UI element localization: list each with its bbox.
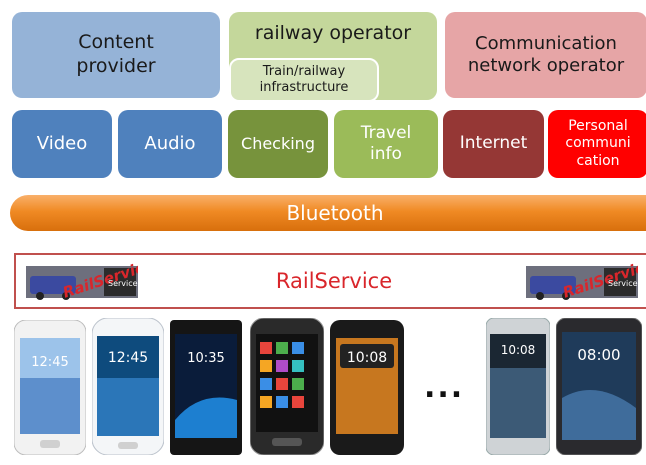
- bluetooth-bar: Bluetooth: [10, 195, 646, 231]
- phone-asus-padfone: 08:00: [556, 318, 642, 455]
- bluetooth-label: Bluetooth: [286, 201, 384, 225]
- content-provider-label: Content provider: [76, 31, 156, 77]
- content-provider-box: Content provider: [12, 12, 220, 98]
- travel-info-box: Travel info: [334, 110, 438, 178]
- audio-label: Audio: [144, 132, 196, 154]
- personal-communication-label: Personal communi cation: [565, 117, 631, 169]
- phone3-time: 10:35: [187, 351, 224, 366]
- train-infrastructure-box: Train/railway infrastructure: [229, 58, 379, 102]
- phone6-time: 10:08: [501, 343, 536, 357]
- travel-info-label: Travel info: [360, 122, 412, 164]
- railservice-bar: RailService Service RailService RailServ…: [14, 253, 646, 309]
- phone-htc-desire: 10:08: [330, 320, 404, 455]
- video-label: Video: [36, 132, 88, 154]
- internet-label: Internet: [459, 133, 528, 154]
- checking-label: Checking: [241, 134, 315, 153]
- video-box: Video: [12, 110, 112, 178]
- railservice-logo-right: RailService Service: [526, 262, 638, 302]
- phone2-time: 12:45: [108, 350, 148, 366]
- communication-operator-label: Communication network operator: [467, 32, 625, 77]
- communication-operator-box: Communication network operator: [445, 12, 646, 98]
- railservice-logo-left: RailService Service: [26, 262, 138, 302]
- railway-operator-label: railway operator: [254, 22, 412, 44]
- train-infrastructure-label: Train/railway infrastructure: [259, 63, 349, 95]
- phone7-time: 08:00: [577, 346, 620, 364]
- checking-box: Checking: [228, 110, 328, 178]
- more-devices-ellipsis: ...: [424, 370, 465, 405]
- logo-left-tag: Service: [108, 279, 138, 288]
- logo-right-tag: Service: [608, 279, 638, 288]
- personal-communication-box: Personal communi cation: [548, 110, 646, 178]
- audio-box: Audio: [118, 110, 222, 178]
- phone-iconic: [250, 318, 324, 455]
- internet-box: Internet: [443, 110, 544, 178]
- railservice-label: RailService: [275, 269, 393, 293]
- phone5-time: 10:08: [347, 350, 387, 366]
- phone-htc-one: 10:08: [486, 318, 550, 455]
- phone-galaxy-s3: 12:45: [92, 318, 164, 455]
- phone-galaxy-white: 12:45: [14, 320, 86, 455]
- phone1-time: 12:45: [31, 355, 68, 370]
- phone-xperia: 10:35: [170, 320, 242, 455]
